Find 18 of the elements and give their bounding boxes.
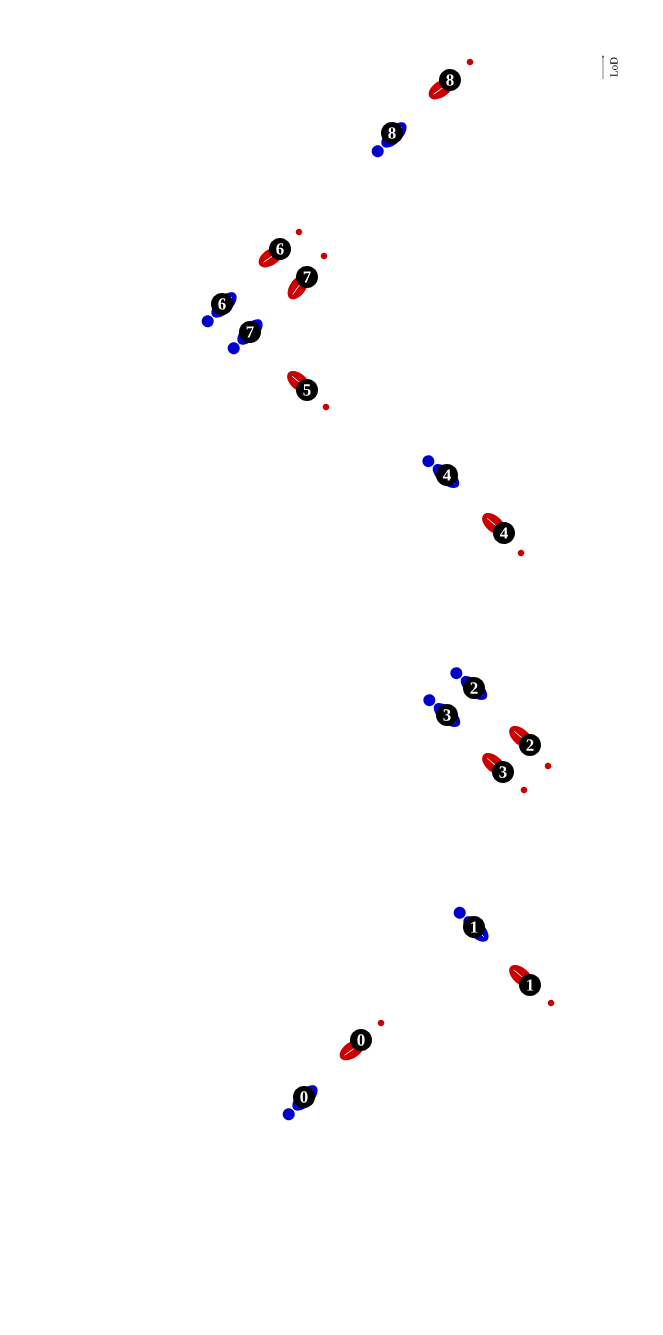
footprint: 2: [450, 667, 488, 700]
footprint: 4: [422, 455, 460, 488]
footprint: 5: [287, 371, 318, 401]
footprint: 7: [227, 319, 263, 355]
footprint: 1: [453, 906, 489, 942]
footprint: 4: [482, 513, 515, 544]
footprint: 8: [371, 122, 407, 158]
footprint: 3: [482, 753, 514, 783]
footprint: 6: [258, 238, 291, 268]
footprint: 0: [282, 1085, 318, 1121]
footprint: 7: [287, 266, 318, 300]
footprint: 3: [423, 694, 461, 727]
footprint: 1: [509, 965, 541, 996]
direction-label: LoD: [610, 57, 618, 77]
footprint: 0: [339, 1029, 372, 1061]
footprint: 2: [509, 726, 541, 756]
footprint: 6: [201, 292, 237, 328]
footprint: 8: [428, 69, 461, 100]
